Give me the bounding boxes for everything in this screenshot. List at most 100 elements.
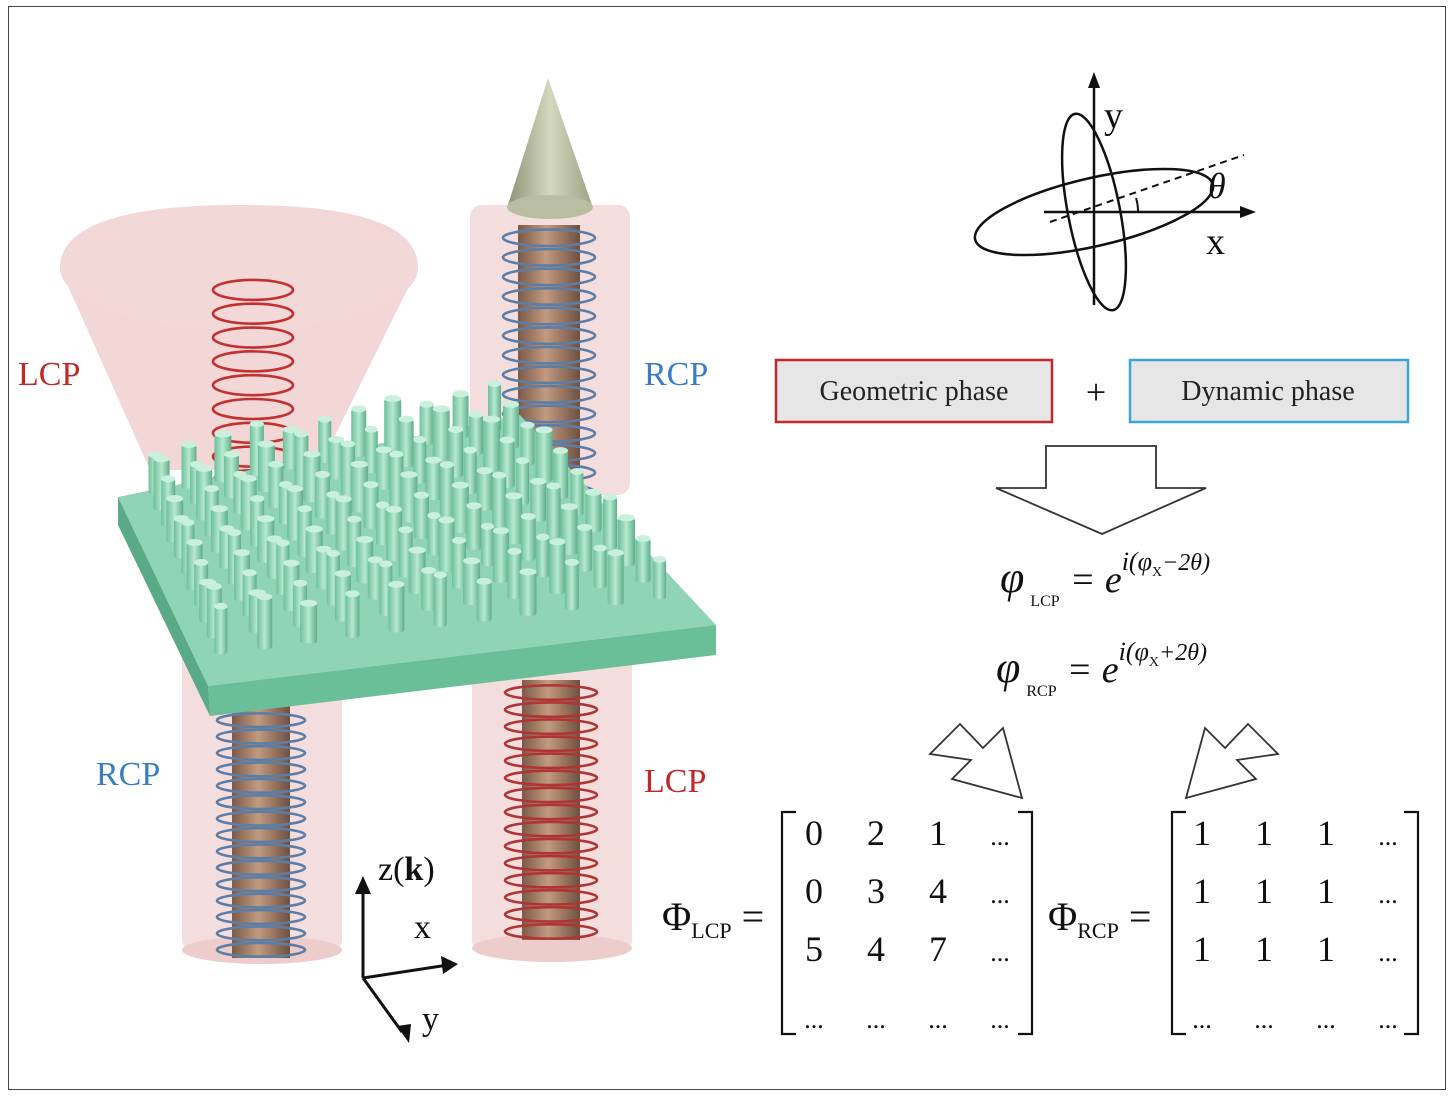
nanopillar-top — [413, 491, 429, 499]
label-bottom-left-rcp: RCP — [96, 756, 160, 793]
nanopillar — [452, 540, 467, 589]
nanopillar-top — [505, 492, 523, 500]
nanopillar-top — [577, 523, 593, 531]
nanopillar-top — [570, 467, 584, 475]
helix-turn — [501, 267, 597, 287]
nanopillar-top — [618, 514, 636, 522]
nanopillar-top — [356, 535, 374, 543]
nanopillar-top — [318, 415, 332, 423]
substrate-front — [208, 625, 716, 716]
nanopillar — [476, 470, 493, 511]
nanopillar-top — [316, 545, 332, 553]
nanopillar-top — [282, 426, 299, 434]
nanopillar-top — [153, 455, 170, 463]
nanopillar-top — [536, 533, 550, 541]
nanopillar — [214, 606, 228, 655]
bottom-left-helix — [215, 712, 307, 958]
nanopillar-top — [326, 549, 340, 557]
nanopillar — [483, 419, 501, 472]
nanopillar-top — [466, 502, 482, 510]
helix-turn — [501, 228, 597, 248]
nanopillar-top — [400, 471, 418, 479]
nanopillar — [585, 492, 602, 533]
helix-turn — [215, 777, 307, 794]
matrix-cell: 5 — [805, 929, 823, 969]
axis-z-label: z(k) — [378, 851, 435, 888]
nanopillar-top — [635, 535, 651, 543]
nanopillar-top — [535, 426, 553, 434]
metasurface-illustration: LCP RCP RCP LCP z(k) x y — [18, 78, 716, 1043]
helix-turn — [501, 345, 597, 365]
nanopillar-top — [483, 415, 501, 423]
helix-turn — [215, 908, 307, 926]
nanopillar-top — [448, 425, 464, 433]
matrix-cell: 7 — [929, 929, 947, 969]
nanopillar — [492, 530, 509, 583]
rotated-ellipse-tall — [1060, 112, 1128, 312]
nanopillar — [433, 574, 447, 627]
nanopillar — [466, 505, 482, 550]
helix-turn — [215, 761, 307, 778]
nanopillar-top — [553, 447, 569, 455]
nanopillar-top — [181, 519, 195, 527]
nanopillar — [351, 408, 367, 457]
y-axis-arrowhead — [1088, 72, 1100, 88]
nanopillar — [376, 505, 389, 545]
matrix-cell: 3 — [867, 871, 885, 911]
arrow-to-rcp-matrix — [1184, 722, 1280, 800]
nanopillar-top — [463, 557, 481, 565]
propagation-arrow-cone — [508, 78, 592, 205]
helix-turn — [215, 712, 307, 729]
bottom-right-beam-base — [472, 934, 632, 962]
nanopillar-top — [469, 411, 484, 419]
matrix-cell: ... — [1316, 1005, 1336, 1034]
helix-turn — [215, 876, 307, 893]
nanopillar — [425, 460, 442, 501]
coordinate-axes — [355, 876, 458, 1043]
nanopillar-top — [257, 515, 275, 523]
nanopillar — [469, 414, 484, 455]
matrix-cell: 0 — [805, 813, 823, 853]
helix-turn — [503, 752, 599, 770]
matrix-cell: ... — [1192, 1005, 1212, 1034]
nanopillar-top — [210, 505, 228, 513]
ellipse-x-label: x — [1206, 221, 1225, 263]
nanopillar — [530, 481, 547, 522]
nanopillar-top — [585, 488, 602, 496]
helix-turn — [501, 404, 597, 424]
nanopillar — [432, 408, 450, 461]
nanopillar-top — [376, 501, 389, 509]
theta-arc — [1135, 197, 1140, 213]
helix-turn — [215, 843, 307, 860]
nanopillar-top — [438, 516, 455, 524]
lcp-matrix-label: ΦLCP= — [662, 894, 764, 943]
nanopillar-top — [425, 456, 442, 464]
nanopillar-top — [204, 485, 219, 493]
nanopillar-top — [499, 436, 515, 444]
helix-turn — [211, 278, 295, 302]
helix-turn — [503, 922, 599, 940]
matrix-cell: ... — [928, 1005, 948, 1034]
nanopillar-top — [503, 400, 520, 408]
nanopillar-top — [603, 493, 618, 501]
nanopillar-top — [196, 465, 213, 473]
nanopillar — [520, 425, 535, 466]
nanopillar-top — [480, 522, 494, 530]
helix-turn — [503, 769, 599, 787]
helix-turn — [503, 854, 599, 872]
rcp-matrix-label: ΦRCP= — [1048, 894, 1151, 943]
nanopillar-top — [432, 405, 450, 413]
nanopillar — [603, 497, 618, 550]
nanopillar-top — [293, 579, 308, 587]
nanopillar — [388, 584, 405, 633]
nanopillar-top — [363, 481, 379, 489]
nanopillar-top — [451, 481, 469, 489]
nanopillar-top — [367, 556, 383, 564]
matrix-cell: 1 — [1255, 813, 1273, 853]
helix-turn — [501, 365, 597, 385]
helix-turn — [211, 350, 295, 373]
nanopillar — [577, 527, 593, 572]
nanopillar — [536, 537, 550, 578]
nanopillar — [384, 398, 402, 451]
helix-turn — [215, 925, 307, 942]
